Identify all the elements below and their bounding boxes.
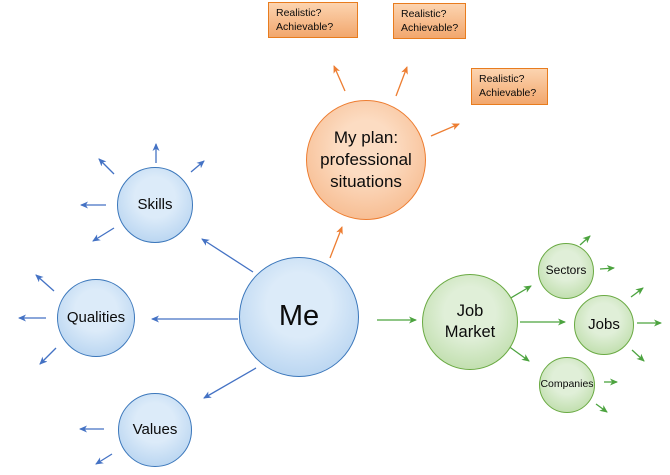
- arrow-me-to-skills: [201, 238, 254, 273]
- node-skills: Skills: [117, 167, 193, 243]
- node-qualities: Qualities: [57, 279, 135, 357]
- arrow-jobs-out-down-right: [631, 349, 645, 362]
- node-sectors: Sectors: [538, 243, 594, 299]
- arrow-my-plan-out-up-right: [395, 66, 408, 97]
- callout-1: Realistic? Achievable?: [268, 2, 358, 38]
- arrow-my-plan-out-right: [430, 123, 460, 137]
- arrow-qualities-out-down-left: [39, 347, 57, 365]
- arrow-my-plan-out-up-left: [333, 65, 346, 92]
- arrow-skills-out-up-right: [190, 160, 205, 173]
- arrow-sectors-out-right: [599, 265, 615, 272]
- node-jobs: Jobs: [574, 295, 634, 355]
- arrow-companies-out-down-right: [595, 403, 608, 413]
- callout-2: Realistic? Achievable?: [393, 3, 466, 39]
- arrow-values-out-down-left: [95, 453, 113, 465]
- arrow-jobs-out-up-right: [630, 287, 644, 298]
- arrow-skills-out-up-left: [98, 158, 115, 175]
- arrow-qualities-out-up-left: [35, 274, 55, 292]
- node-me: Me: [239, 257, 359, 377]
- arrow-me-to-values: [203, 367, 257, 399]
- arrow-skills-out-down-left: [92, 227, 115, 242]
- node-values: Values: [118, 393, 192, 467]
- node-companies: Companies: [539, 357, 595, 413]
- arrow-sectors-out-up-right: [579, 235, 591, 246]
- arrow-me-to-my-plan: [329, 226, 343, 259]
- callout-3: Realistic? Achievable?: [471, 68, 548, 105]
- node-job-market: Job Market: [422, 274, 518, 370]
- node-my-plan: My plan: professional situations: [306, 100, 426, 220]
